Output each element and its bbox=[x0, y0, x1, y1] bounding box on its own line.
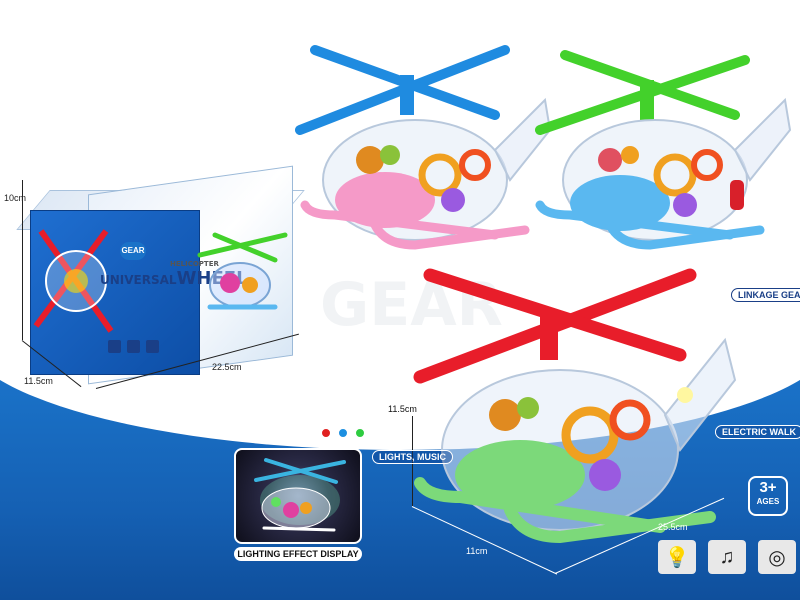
helicopter-green bbox=[413, 268, 737, 544]
color-swatch-blue[interactable] bbox=[336, 427, 349, 439]
package-sub-label: HELICOPTER bbox=[170, 260, 219, 268]
package-height-label: 10cm bbox=[4, 193, 27, 203]
helicopter-blue bbox=[535, 50, 792, 250]
lighting-helicopter-graphic bbox=[254, 458, 346, 532]
color-selection: Color selection: bbox=[232, 426, 366, 440]
heli-width-label: 11cm bbox=[466, 546, 488, 556]
package-front-graphic bbox=[33, 229, 114, 333]
wheel-icon: ◎ bbox=[758, 540, 796, 574]
package-icon-1 bbox=[108, 340, 121, 353]
callout-lights-music: LIGHTS, MUSIC bbox=[372, 450, 453, 464]
package-brand-line1: UNIVERSAL bbox=[100, 273, 177, 287]
package-helicopter-image bbox=[197, 232, 288, 310]
color-selection-label: Color selection: bbox=[232, 426, 315, 440]
helicopter-pink bbox=[295, 45, 552, 250]
callout-electric-walk: ELECTRIC WALK bbox=[715, 425, 800, 439]
watermark-text: GEAR bbox=[320, 270, 503, 340]
heli-length-label: 25.5cm bbox=[658, 522, 688, 532]
package-depth-label: 11.5cm bbox=[24, 376, 53, 386]
heli-height-line bbox=[412, 416, 413, 506]
package-height-line bbox=[22, 180, 23, 340]
age-value: 3+ bbox=[759, 479, 777, 496]
heli-height-label: 11.5cm bbox=[388, 404, 417, 414]
lighting-effect-label: LIGHTING EFFECT DISPLAY bbox=[234, 547, 362, 561]
feature-icons: 💡 ♫ ◎ bbox=[658, 540, 796, 574]
package-width-label: 22.5cm bbox=[212, 362, 242, 372]
age-unit: AGES bbox=[756, 497, 780, 506]
age-badge: 3+ AGES bbox=[748, 476, 788, 516]
music-note-icon: ♫ bbox=[708, 540, 746, 574]
light-icon: 💡 bbox=[658, 540, 696, 574]
color-swatch-green[interactable] bbox=[353, 427, 366, 439]
color-swatch-red[interactable] bbox=[319, 427, 332, 439]
package-icon-2 bbox=[127, 340, 140, 353]
lighting-effect-image bbox=[234, 448, 362, 544]
package-icon-3 bbox=[146, 340, 159, 353]
package-gear-badge: GEAR bbox=[120, 242, 146, 260]
package-feature-icons bbox=[108, 340, 159, 353]
callout-linkage-gear: LINKAGE GEAR bbox=[731, 288, 800, 302]
